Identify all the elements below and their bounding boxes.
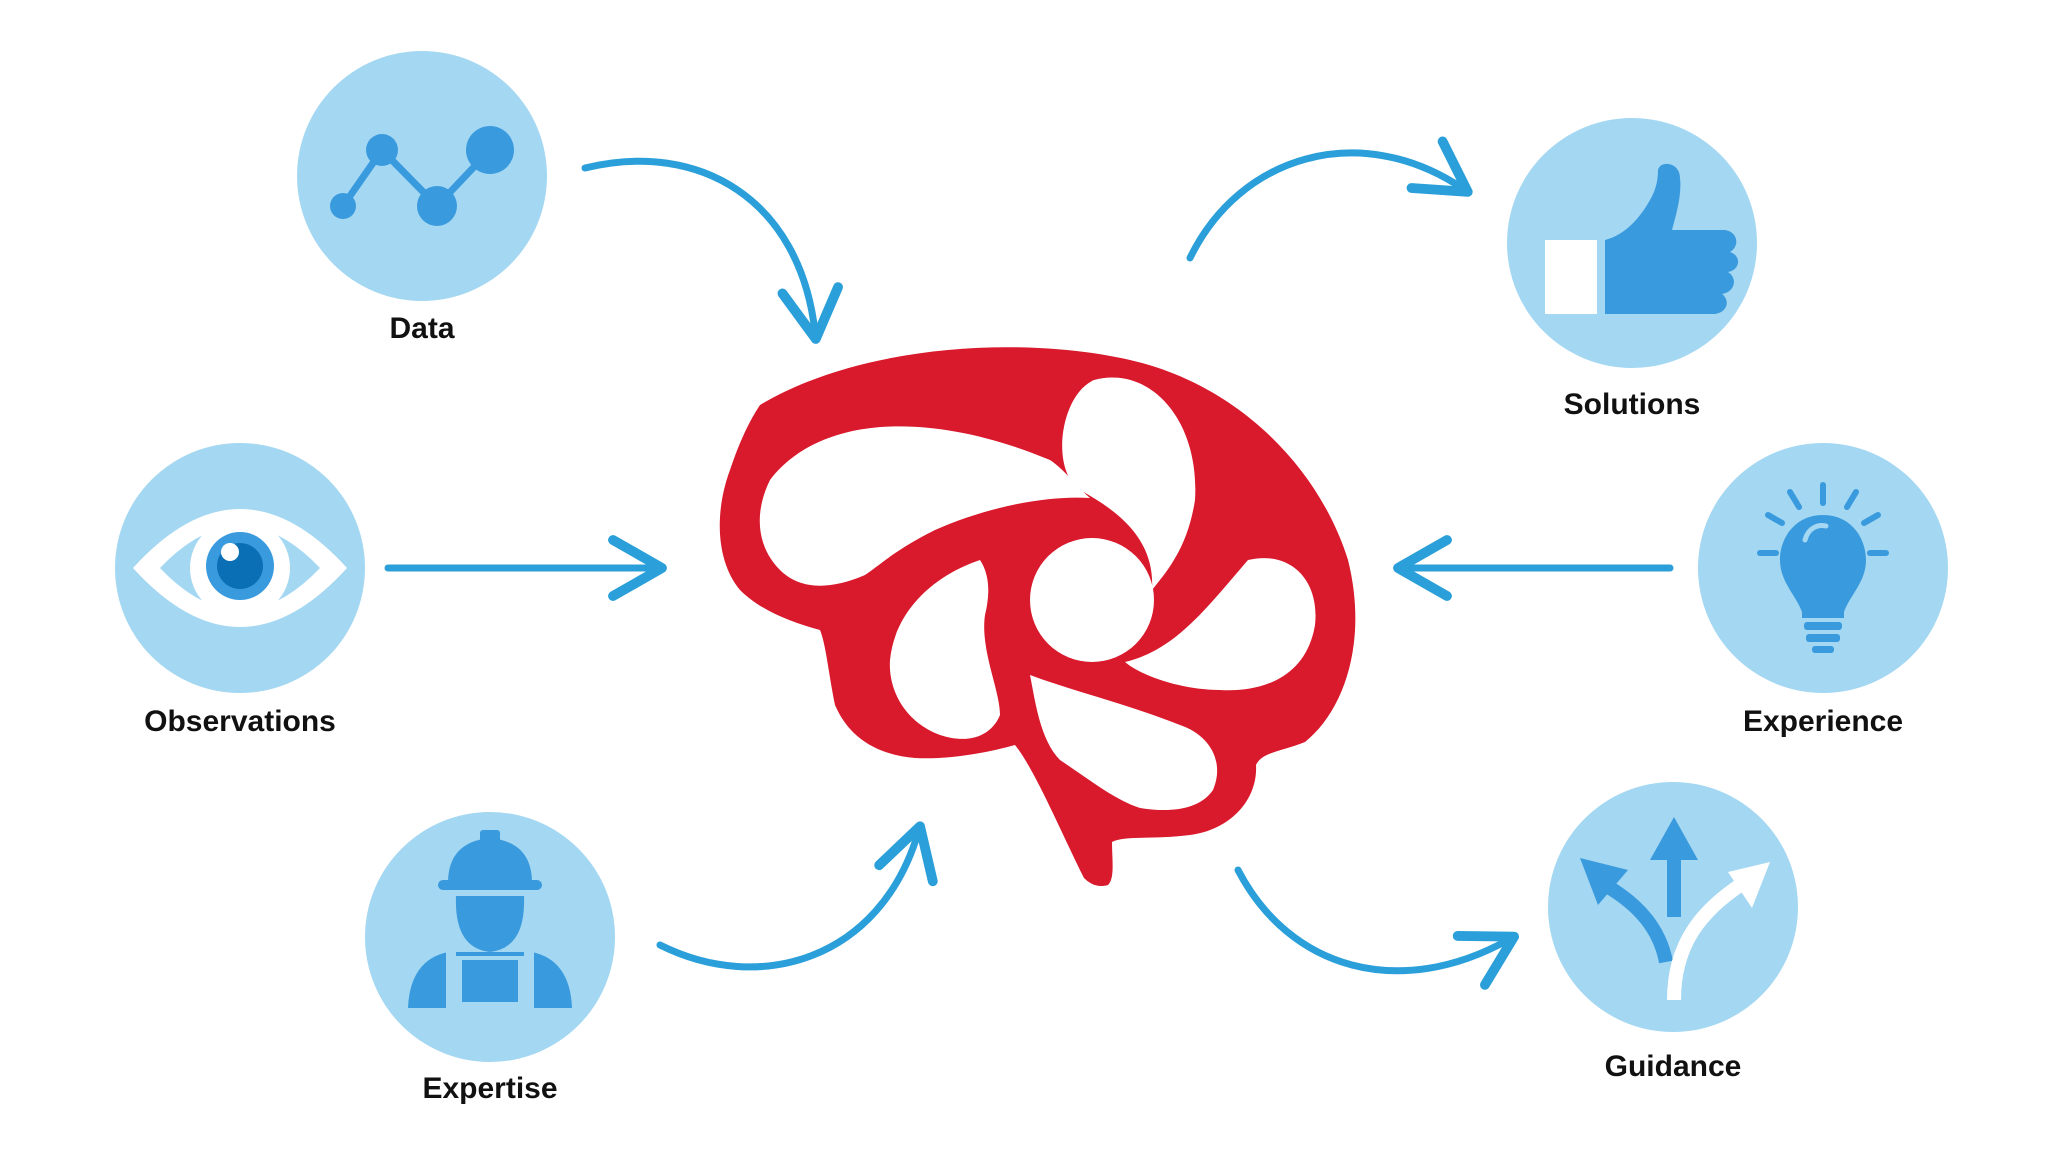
node-observations	[115, 443, 365, 693]
expertise-label: Expertise	[422, 1072, 558, 1105]
direction-arrows-icon	[1580, 817, 1770, 1001]
brain-icon	[719, 347, 1356, 887]
node-experience	[1698, 443, 1948, 693]
eye-icon	[133, 509, 347, 627]
observations-label: Observations	[144, 705, 336, 738]
arrow-data-to-brain	[581, 157, 843, 344]
lightbulb-icon	[1757, 482, 1889, 653]
solutions-label: Solutions	[1563, 388, 1701, 421]
arrow-expertise-to-brain	[656, 821, 938, 971]
arrow-brain-to-guidance	[1234, 866, 1520, 990]
thumbs-up-icon	[1545, 163, 1739, 314]
experience-label: Experience	[1742, 705, 1904, 738]
guidance-label: Guidance	[1604, 1050, 1742, 1083]
arrow-brain-to-solutions	[1186, 136, 1473, 262]
node-solutions	[1507, 118, 1757, 368]
node-guidance	[1548, 782, 1798, 1032]
worker-icon	[408, 830, 572, 1008]
data-label: Data	[389, 312, 455, 345]
line-graph-icon	[330, 126, 514, 226]
node-expertise	[365, 812, 615, 1062]
node-data	[297, 51, 547, 301]
